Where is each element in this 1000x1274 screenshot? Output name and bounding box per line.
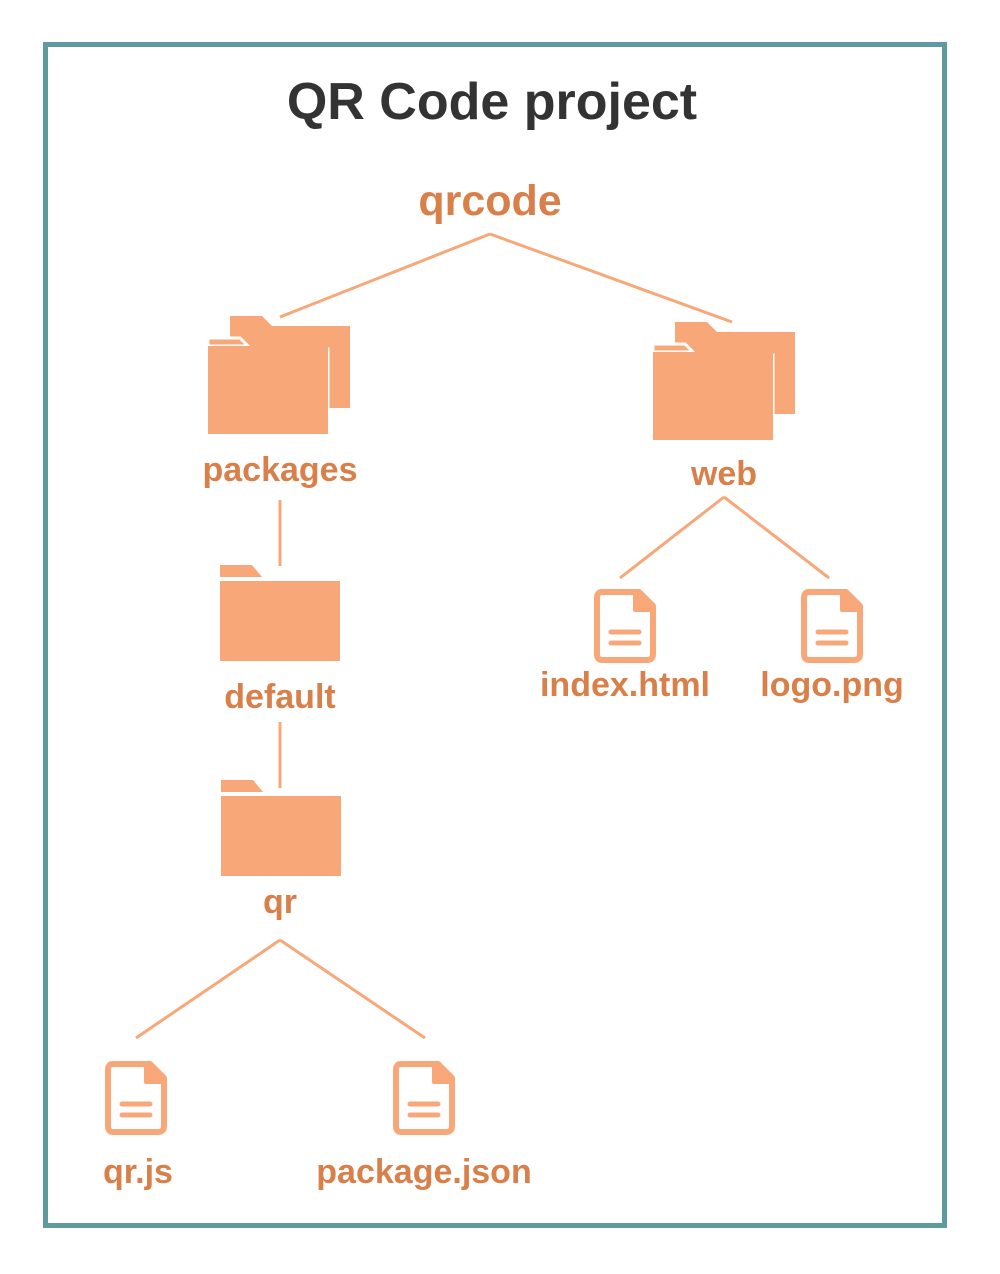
index-html-file-label: index.html: [539, 666, 711, 704]
default-folder-label: default: [224, 678, 336, 716]
package-json-file-label: package.json: [316, 1153, 532, 1191]
package-json-file-icon: [396, 1064, 452, 1132]
connector-root-web: [489, 232, 733, 324]
connector-qr-packagejson: [279, 938, 426, 1040]
connector-root-packages: [279, 232, 491, 319]
logo-png-file-icon: [804, 592, 860, 660]
connector-qr-qrjs: [135, 938, 281, 1040]
qr-js-file-icon: [108, 1064, 164, 1132]
packages-folder-icon: [206, 314, 352, 437]
qr-folder-icon: [221, 780, 341, 876]
web-folder-label: web: [690, 455, 758, 493]
diagram-frame: [43, 42, 947, 1228]
connector-web-logo: [723, 495, 830, 580]
connector-web-index: [619, 495, 725, 580]
qr-js-file-label: qr.js: [103, 1153, 173, 1191]
qr-folder-label: qr: [263, 883, 297, 921]
index-html-file-icon: [597, 592, 653, 660]
packages-folder-label: packages: [202, 451, 358, 489]
root-folder-label: qrcode: [418, 177, 562, 225]
default-folder-icon: [220, 565, 340, 661]
logo-png-file-label: logo.png: [760, 666, 904, 704]
diagram-title: QR Code project: [286, 73, 698, 131]
web-folder-icon: [651, 320, 797, 443]
tree-connectors: [135, 232, 830, 1040]
